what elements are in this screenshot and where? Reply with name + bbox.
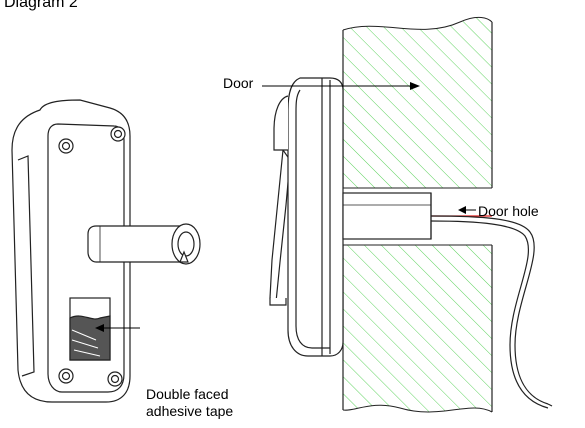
adhesive-tape-label: Double faced adhesive tape: [146, 386, 233, 420]
lock-side-view: [269, 77, 432, 357]
door-lower-section: [343, 245, 492, 412]
callout-arrows: [95, 82, 476, 332]
adhesive-tape-label-line1: Double faced: [146, 386, 229, 402]
cable: [430, 215, 549, 405]
diagram-title: Diagram 2: [4, 0, 78, 11]
door-upper-section: [343, 17, 492, 189]
door-label: Door: [223, 75, 254, 91]
lock-back-view: [11, 99, 201, 403]
adhesive-tape-label-line2: adhesive tape: [146, 403, 234, 419]
door-wall: [342, 16, 493, 413]
door-hole-label: Door hole: [478, 203, 539, 219]
